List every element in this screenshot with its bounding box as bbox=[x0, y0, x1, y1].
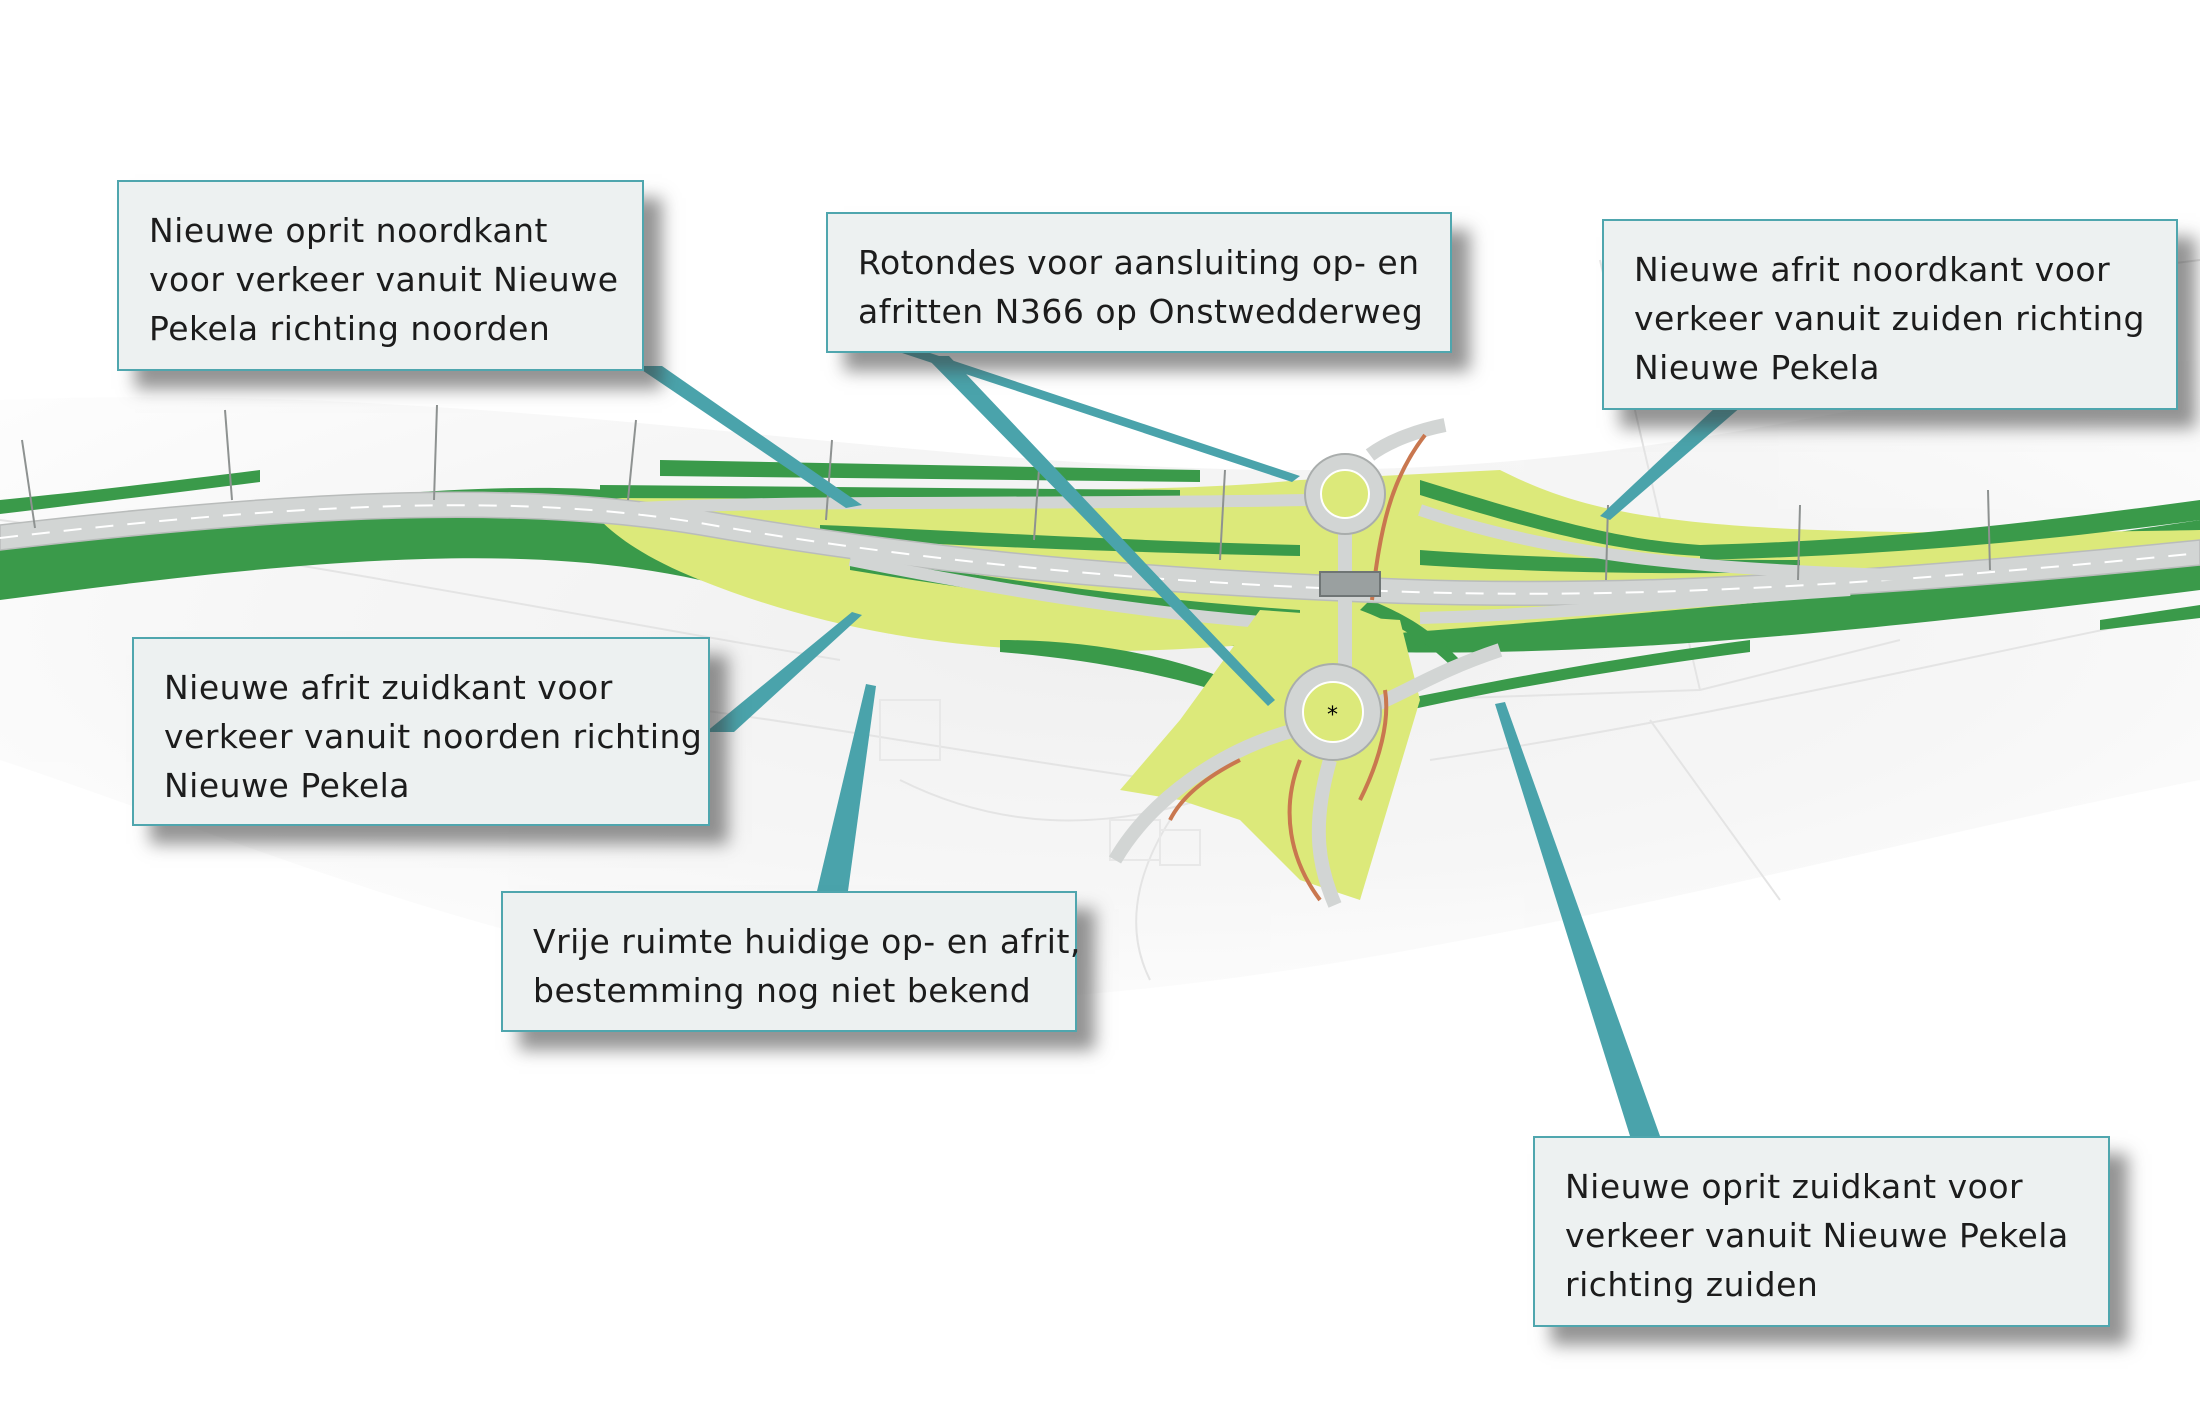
callout-vrije-ruimte: Vrije ruimte huidige op- en afrit, beste… bbox=[501, 891, 1081, 1032]
leader-oprit-noordkant bbox=[636, 366, 862, 508]
callout-line: Rotondes voor aansluiting op- en bbox=[858, 243, 1420, 282]
callout-line: Nieuwe afrit noordkant voor bbox=[1634, 250, 2111, 289]
callout-line: afritten N366 op Onstwedderweg bbox=[858, 292, 1424, 331]
roundabout-marker: * bbox=[1327, 703, 1338, 728]
leader-oprit-zuidkant bbox=[1495, 702, 1660, 1136]
callout-afrit-zuidkant: Nieuwe afrit zuidkant voor verkeer vanui… bbox=[132, 637, 710, 826]
leader-rotondes-2 bbox=[925, 356, 1275, 706]
callout-rotondes: Rotondes voor aansluiting op- en afritte… bbox=[826, 212, 1452, 353]
leader-afrit-noordkant bbox=[1600, 406, 1742, 520]
callout-line: Vrije ruimte huidige op- en afrit, bbox=[533, 922, 1081, 961]
leader-lines bbox=[636, 350, 1742, 1136]
callout-line: verkeer vanuit noorden richting bbox=[164, 717, 703, 756]
callout-line: Pekela richting noorden bbox=[149, 309, 551, 348]
n366-roadway bbox=[0, 460, 2200, 712]
leader-rotondes-1 bbox=[893, 350, 1300, 482]
callout-line: richting zuiden bbox=[1565, 1265, 1819, 1304]
callout-oprit-noordkant: Nieuwe oprit noordkant voor verkeer vanu… bbox=[117, 180, 644, 371]
callout-line: bestemming nog niet bekend bbox=[533, 971, 1032, 1010]
callout-oprit-zuidkant: Nieuwe oprit zuidkant voor verkeer vanui… bbox=[1533, 1136, 2110, 1327]
onstwedderweg-crossing: * bbox=[1108, 418, 1503, 908]
callout-line: Nieuwe oprit zuidkant voor bbox=[1565, 1167, 2024, 1206]
callout-line: Nieuwe Pekela bbox=[1634, 348, 1881, 387]
leader-vrije-ruimte bbox=[817, 684, 876, 891]
leader-afrit-zuidkant bbox=[706, 612, 862, 732]
callout-line: Nieuwe Pekela bbox=[164, 766, 411, 805]
callout-line: verkeer vanuit zuiden richting bbox=[1634, 299, 2145, 338]
callout-line: voor verkeer vanuit Nieuwe bbox=[149, 260, 619, 299]
callout-line: Nieuwe oprit noordkant bbox=[149, 211, 548, 250]
callout-line: verkeer vanuit Nieuwe Pekela bbox=[1565, 1216, 2069, 1255]
callout-line: Nieuwe afrit zuidkant voor bbox=[164, 668, 613, 707]
callout-afrit-noordkant: Nieuwe afrit noordkant voor verkeer vanu… bbox=[1602, 219, 2178, 410]
